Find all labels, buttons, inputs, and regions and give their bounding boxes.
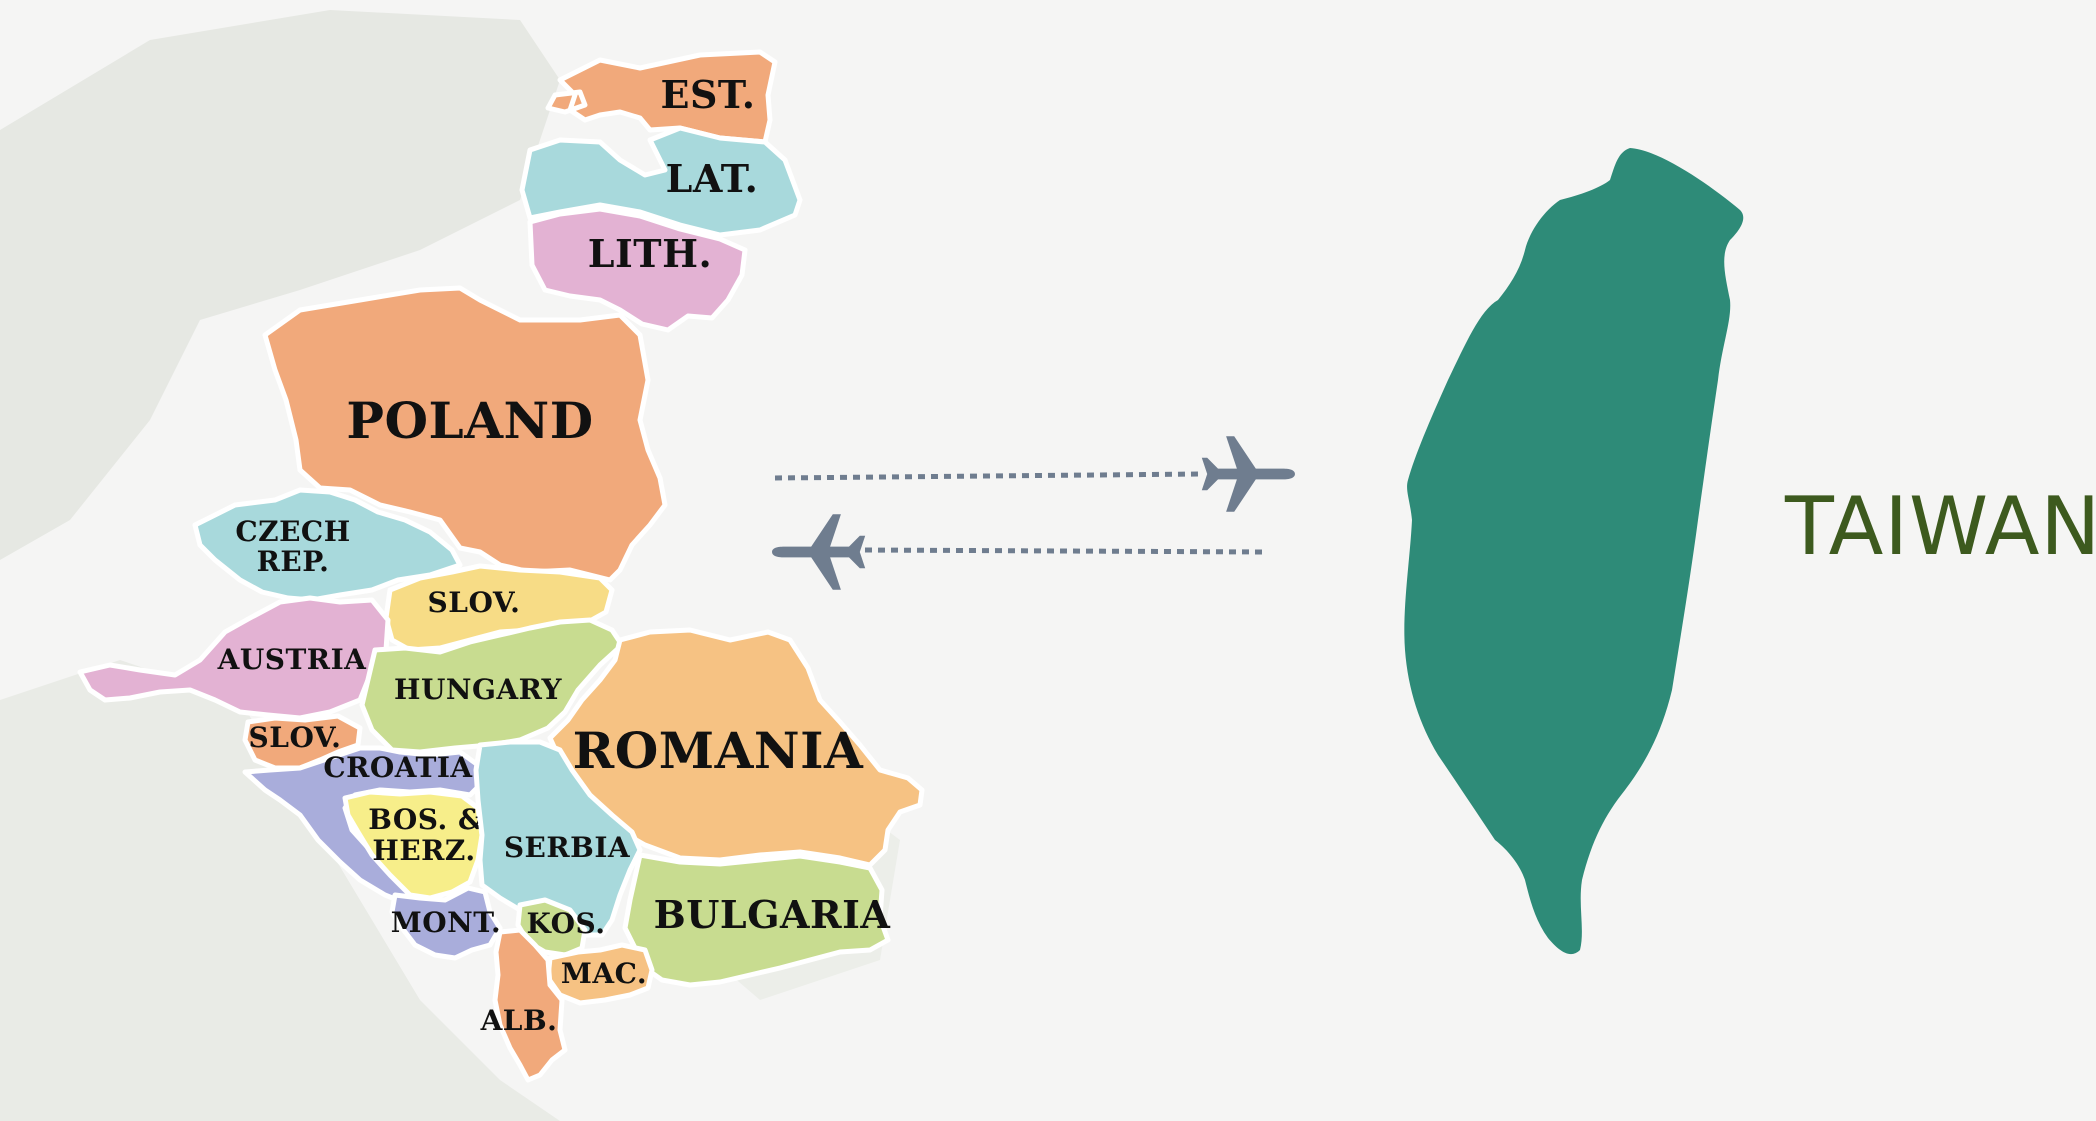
country-austria: AUSTRIA [77, 595, 391, 721]
background-landmass [0, 10, 560, 560]
country-label-line1: CZECH [235, 515, 350, 548]
country-label: AUSTRIA [217, 643, 368, 676]
country-label-line2: HERZ. [372, 834, 475, 867]
taiwan-shape [1404, 148, 1744, 955]
airplane-icon [1201, 436, 1295, 512]
flight-to-europe [772, 514, 1266, 590]
country-croatia: CROATIA [242, 745, 483, 908]
country-albania: ALB. [480, 927, 568, 1083]
country-label: POLAND [346, 391, 593, 450]
country-est: EST. [545, 49, 778, 145]
country-label: HUNGARY [394, 673, 563, 706]
country-macedonia: MAC. [545, 942, 655, 1006]
country-shape [519, 125, 803, 238]
taiwan-island [1404, 148, 1744, 955]
country-serbia: SERBIA [473, 739, 643, 938]
country-label: SLOV. [249, 721, 342, 754]
country-label: LAT. [666, 156, 759, 201]
background-landmass-south [0, 660, 560, 1121]
country-label: KOS. [527, 907, 606, 940]
country-label: LITH. [588, 231, 712, 276]
country-czech: CZECH REP. [192, 487, 463, 603]
country-shape [473, 739, 643, 938]
country-label: ALB. [480, 1004, 558, 1037]
airplane-icon [772, 514, 866, 590]
country-label: SLOV. [428, 586, 521, 619]
country-shape [389, 885, 503, 961]
country-romania: ROMANIA [547, 627, 925, 868]
country-shape [192, 487, 463, 603]
country-bulgaria: BULGARIA [622, 852, 891, 988]
dotted-flight-line [864, 547, 1266, 555]
dotted-flight-line [774, 471, 1201, 481]
taiwan-label: TAIWAN [1785, 480, 2096, 573]
country-montenegro: MONT. [389, 885, 503, 961]
flight-to-taiwan [774, 436, 1295, 512]
country-lat: LAT. [519, 125, 803, 238]
country-label: EST. [660, 72, 755, 117]
country-label: MONT. [391, 906, 501, 939]
country-label-line2: REP. [257, 545, 330, 578]
country-poland: POLAND [262, 285, 668, 583]
country-shape [342, 789, 485, 901]
country-label: BULGARIA [654, 892, 891, 937]
country-hungary: HUNGARY [359, 617, 625, 755]
country-shape [262, 285, 668, 583]
country-label-line1: BOS. & [368, 803, 484, 836]
country-label: ROMANIA [573, 721, 864, 780]
country-lith: LITH. [527, 206, 748, 333]
country-label: SERBIA [504, 831, 631, 864]
country-label: MAC. [561, 957, 647, 990]
country-shape [492, 927, 568, 1083]
country-shape [527, 206, 748, 333]
country-bosnia: BOS. & HERZ. [342, 789, 485, 901]
country-label: CROATIA [323, 751, 473, 784]
